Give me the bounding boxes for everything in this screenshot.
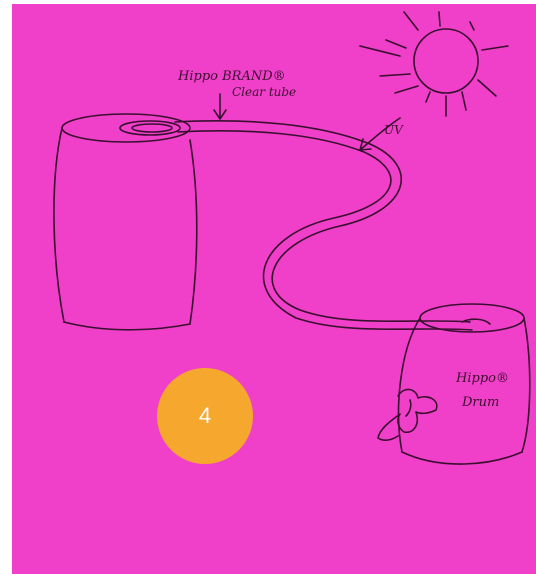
sun-drawing bbox=[360, 12, 508, 116]
step-number-badge: 4 bbox=[157, 368, 253, 464]
drum-label-line1: Hippo® bbox=[455, 371, 509, 386]
tube-label-line1: Hippo BRAND® bbox=[177, 69, 286, 84]
drum-label-line2: Drum bbox=[461, 395, 499, 410]
left-barrel-drawing bbox=[54, 114, 197, 330]
tube-label-arrow bbox=[214, 94, 226, 119]
tube-label-line2: Clear tube bbox=[232, 85, 296, 99]
uv-label: UV bbox=[384, 123, 404, 137]
clear-tube-drawing bbox=[175, 121, 472, 330]
